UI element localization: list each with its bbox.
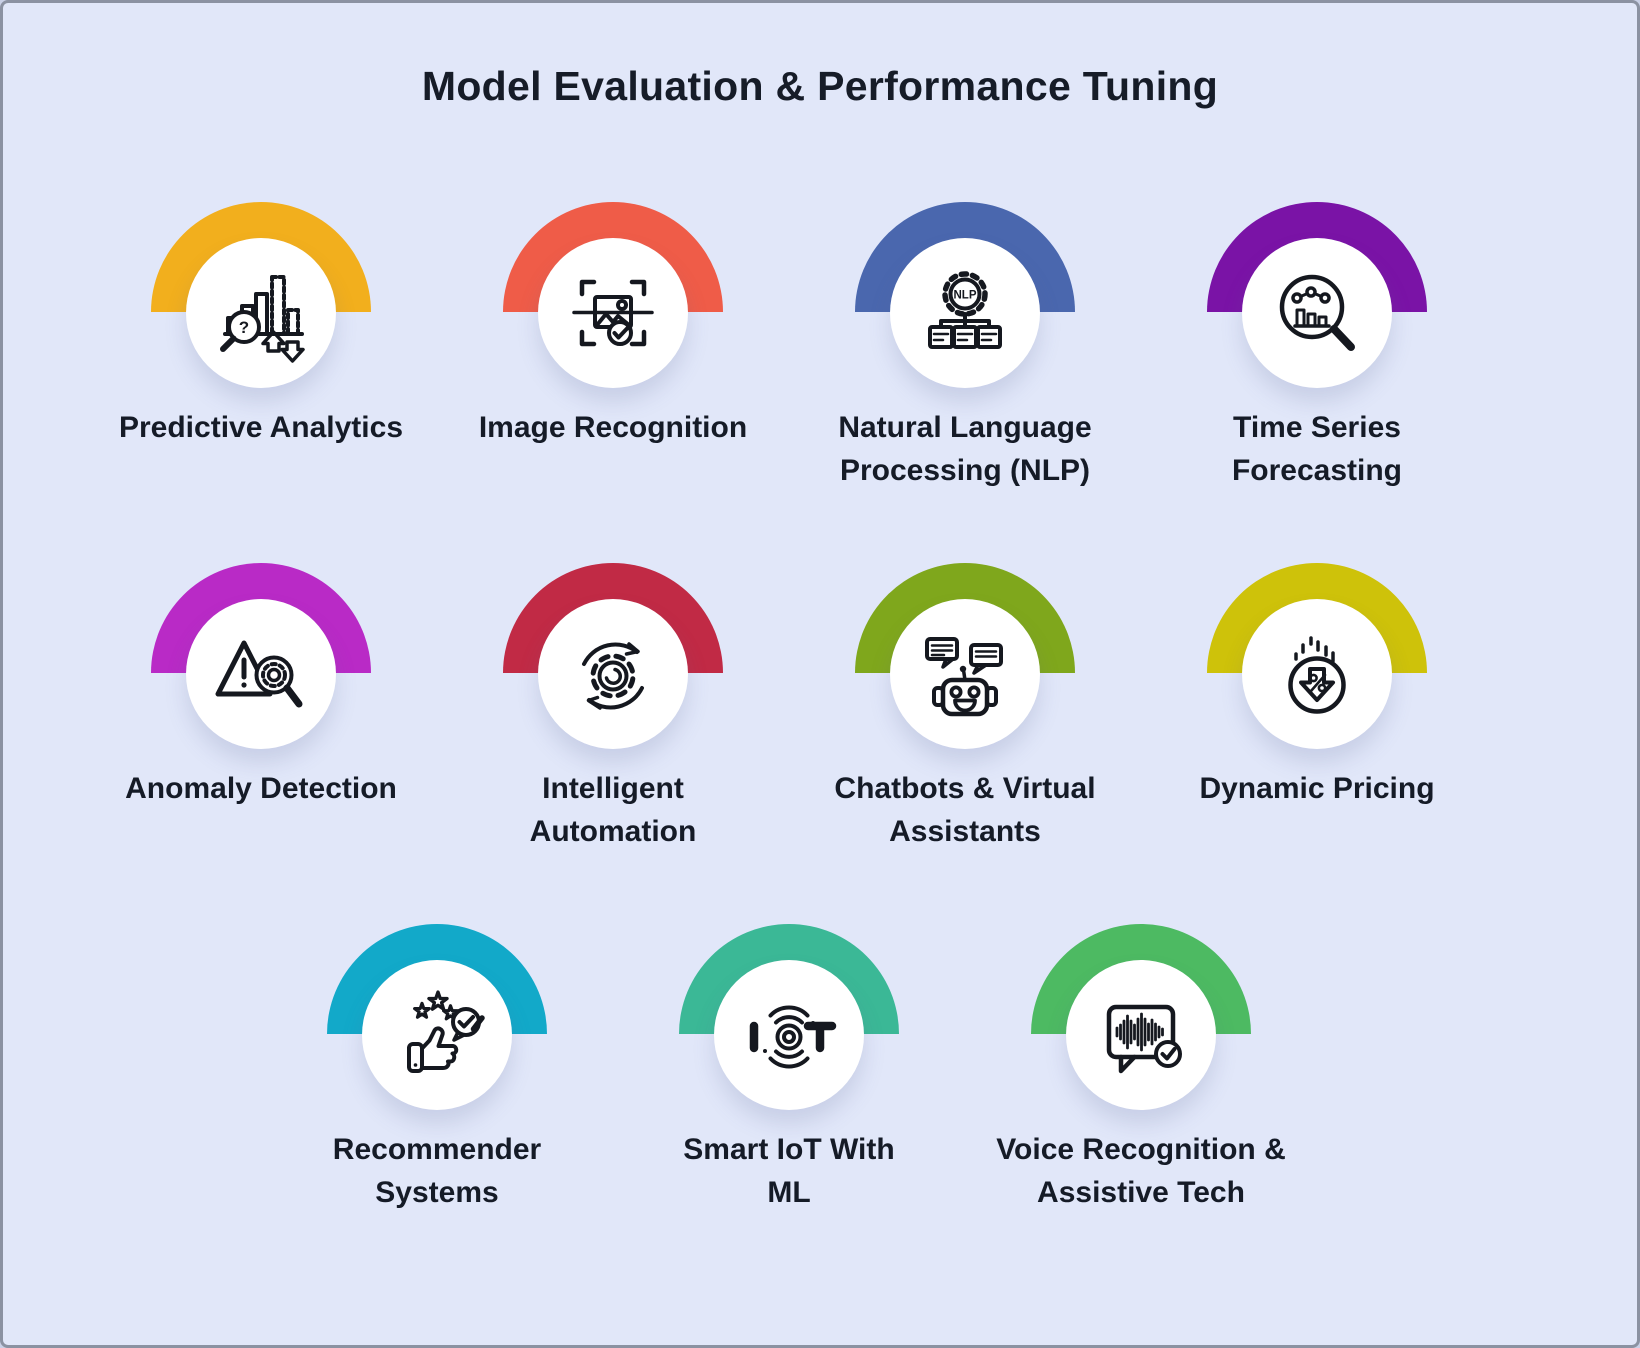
- chatbot-icon: [925, 637, 1003, 717]
- page-title: Model Evaluation & Performance Tuning: [421, 63, 1219, 109]
- icon-circle: [1242, 599, 1392, 749]
- smart-iot-icon: [749, 1005, 837, 1069]
- icon-circle: [186, 599, 336, 749]
- icon-circle: [890, 599, 1040, 749]
- time-series-forecasting-icon: [1279, 274, 1355, 351]
- feature-label: Time Series Forecasting: [1231, 411, 1403, 487]
- recommender-systems-icon: [407, 990, 485, 1073]
- feature-badge: [151, 563, 371, 749]
- icon-circle: [538, 238, 688, 388]
- feature-label: Predictive Analytics: [118, 411, 404, 444]
- svg-text:?: ?: [239, 318, 249, 337]
- card-chatbots-virtual-assistants: Chatbots & Virtual Assistants: [789, 563, 1141, 924]
- feature-badge: NLP: [855, 202, 1075, 388]
- feature-badge: [855, 563, 1075, 749]
- feature-label: Chatbots & Virtual Assistants: [834, 772, 1096, 848]
- card-predictive-analytics: ? Predictive Analytics: [85, 202, 437, 563]
- icon-circle: [362, 960, 512, 1110]
- feature-label: Natural Language Processing (NLP): [838, 411, 1092, 487]
- nlp-icon: NLP: [928, 271, 1002, 349]
- card-voice-recognition: Voice Recognition & Assistive Tech: [965, 924, 1317, 1285]
- card-dynamic-pricing: Dynamic Pricing: [1141, 563, 1493, 924]
- card-smart-iot: Smart IoT With ML: [613, 924, 965, 1285]
- feature-label: Image Recognition: [478, 411, 748, 444]
- feature-badge: [679, 924, 899, 1110]
- card-anomaly-detection: Anomaly Detection: [85, 563, 437, 924]
- icon-circle: NLP: [890, 238, 1040, 388]
- feature-label: Intelligent Automation: [529, 772, 697, 848]
- row-2: Anomaly Detection Intelligent: [85, 563, 1637, 924]
- image-recognition-icon: [572, 279, 654, 347]
- predictive-analytics-icon: ?: [220, 275, 305, 363]
- feature-badge: [1207, 202, 1427, 388]
- feature-label: Smart IoT With ML: [683, 1133, 895, 1209]
- icon-circle: [1242, 238, 1392, 388]
- card-image-recognition: Image Recognition: [437, 202, 789, 563]
- icon-circle: [714, 960, 864, 1110]
- icon-circle: [538, 599, 688, 749]
- feature-label: Dynamic Pricing: [1199, 772, 1435, 805]
- icon-circle: ?: [186, 238, 336, 388]
- feature-badge: [503, 563, 723, 749]
- row-3: Recommender Systems: [261, 924, 1637, 1285]
- feature-label: Voice Recognition & Assistive Tech: [996, 1133, 1286, 1209]
- feature-badge: [327, 924, 547, 1110]
- feature-badge: [1207, 563, 1427, 749]
- voice-recognition-icon: [1106, 1004, 1182, 1074]
- feature-badge: [1031, 924, 1251, 1110]
- row-1: ? Predictive Analytics: [85, 202, 1637, 563]
- dynamic-pricing-icon: [1288, 636, 1346, 714]
- card-time-series-forecasting: Time Series Forecasting: [1141, 202, 1493, 563]
- feature-label: Recommender Systems: [332, 1133, 542, 1209]
- svg-text:NLP: NLP: [954, 290, 977, 302]
- feature-label: Anomaly Detection: [125, 772, 397, 805]
- icon-circle: [1066, 960, 1216, 1110]
- card-nlp: NLP Natural Language Processing (NLP): [789, 202, 1141, 563]
- feature-badge: ?: [151, 202, 371, 388]
- intelligent-automation-icon: [582, 642, 644, 710]
- card-recommender-systems: Recommender Systems: [261, 924, 613, 1285]
- anomaly-detection-icon: [215, 640, 303, 708]
- card-intelligent-automation: Intelligent Automation: [437, 563, 789, 924]
- feature-badge: [503, 202, 723, 388]
